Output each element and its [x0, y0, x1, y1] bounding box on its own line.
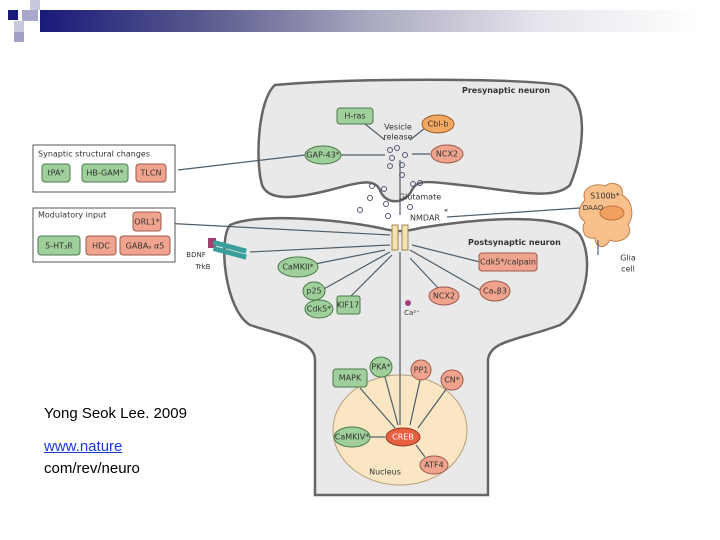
glutamate-label: Glutamate	[399, 193, 441, 202]
source-link-rest: com/rev/neuro	[44, 460, 140, 477]
node-cavb3-label: Caᵥβ3	[483, 287, 507, 296]
node-cn	[440, 369, 464, 391]
node-creb-label: CREB	[392, 433, 414, 442]
node-cavb3	[479, 280, 511, 302]
header-gradient-bar	[40, 10, 700, 32]
node-hdc	[85, 235, 117, 256]
decor-square	[22, 10, 38, 21]
node-tlcn	[135, 163, 167, 183]
node-cn-label: CN*	[444, 376, 460, 385]
node-hb-gam-label: HB-GAM*	[86, 169, 123, 178]
ca2-label: Ca²⁺	[404, 309, 420, 317]
vesicle-release-label: release	[383, 133, 412, 142]
nodes: H-ras GAP-43* Cbl-b NCX2 Cdk5*/calpain C…	[277, 107, 538, 475]
node-ncx2-pre-label: NCX2	[436, 150, 458, 159]
node-5ht3r-label: 5-HT₃R	[45, 242, 73, 251]
structural-box-title: Synaptic structural changes	[38, 150, 150, 159]
node-camkii	[277, 256, 319, 278]
node-p25-label: p25	[306, 287, 321, 296]
glia-label-2: cell	[621, 265, 635, 274]
node-ncx2-pre	[430, 144, 464, 164]
glia-nucleus	[599, 205, 625, 221]
node-atf4	[419, 455, 449, 475]
s100b-label: S100b*	[590, 192, 619, 201]
decor-square	[30, 0, 40, 10]
node-pp1	[410, 359, 432, 381]
node-hras	[336, 107, 374, 125]
node-creb	[385, 427, 421, 447]
node-tpa	[41, 163, 71, 183]
trkb-label: TrkB	[195, 263, 211, 271]
nmdar-label: NMDAR	[410, 214, 440, 223]
decor-square	[14, 21, 24, 32]
decor-square	[14, 32, 24, 42]
node-pp1-label: PP1	[414, 366, 429, 375]
presynaptic-neuron	[257, 78, 584, 203]
daao-label: DAAO	[583, 204, 604, 212]
pathway-lines	[161, 119, 581, 458]
node-ncx2-post-label: NCX2	[433, 292, 455, 301]
node-hdc-label: HDC	[92, 242, 110, 251]
node-mapk	[332, 368, 368, 388]
node-cdk5	[304, 299, 334, 319]
node-pka-label: PKA*	[371, 363, 390, 372]
trkb-receptor	[208, 238, 247, 260]
node-gap43-label: GAP-43*	[306, 151, 339, 160]
node-5ht3r	[37, 235, 81, 256]
source-link[interactable]: www.nature	[44, 438, 123, 455]
node-hb-gam	[81, 163, 129, 183]
node-hras-label: H-ras	[344, 112, 365, 121]
vesicle-release-label: Vesicle	[384, 123, 412, 132]
node-cblb	[421, 114, 455, 134]
node-cblb-label: Cbl-b	[428, 120, 449, 129]
node-tpa-label: tPA*	[48, 169, 65, 178]
citation: Yong Seok Lee. 2009	[44, 405, 187, 422]
node-cdk5-calpain-label: Cdk5*/calpain	[480, 258, 536, 267]
calcium-ion	[405, 300, 411, 306]
node-orl1	[132, 211, 162, 232]
decor-square	[8, 10, 18, 20]
node-gabaa-a5	[119, 235, 171, 256]
glia-label-1: Glia	[620, 254, 636, 263]
node-cdk5-label: Cdk5*	[307, 305, 331, 314]
node-camkiv	[333, 426, 371, 448]
node-pka	[369, 356, 393, 378]
presynaptic-label: Presynaptic neuron	[462, 86, 550, 95]
bdnf-label: BDNF	[186, 251, 205, 259]
glutamate-receptor	[391, 224, 409, 251]
node-kif17	[336, 295, 361, 315]
node-kif17-label: KIF17	[337, 301, 359, 310]
nmdar-star: *	[444, 208, 448, 217]
node-camkii-label: CaMKII*	[282, 263, 313, 272]
nucleus-label: Nucleus	[369, 468, 401, 477]
node-atf4-label: ATF4	[424, 461, 443, 470]
node-tlcn-label: TLCN	[140, 169, 162, 178]
node-cdk5-calpain	[478, 252, 538, 272]
node-p25	[302, 281, 326, 301]
node-mapk-label: MAPK	[339, 374, 362, 383]
modulatory-box-title: Modulatory input	[38, 211, 106, 220]
node-gap43	[304, 145, 342, 165]
node-ncx2-post	[428, 286, 460, 306]
vesicles	[357, 145, 423, 219]
node-orl1-label: ORL1*	[134, 218, 159, 227]
postsynaptic-label: Postsynaptic neuron	[468, 238, 561, 247]
node-gabaa-a5-label: GABAₐ α5	[126, 242, 165, 251]
node-camkiv-label: CaMKIV*	[335, 433, 369, 442]
